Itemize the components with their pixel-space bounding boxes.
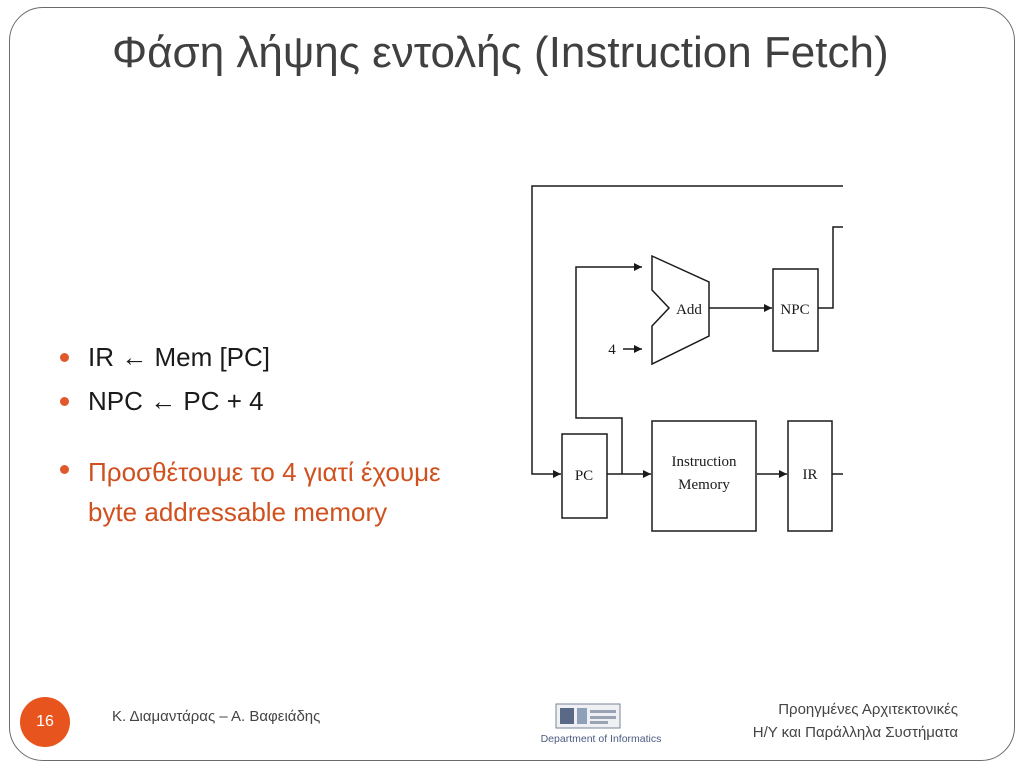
npc-label: NPC [780,302,809,318]
bullet-note: Προσθέτουμε το 4 γιατί έχουμε byte addre… [58,452,478,532]
slide-number: 16 [36,713,54,730]
fetch-datapath-diagram: Add NPC 4 PC Instruction Memory IR [531,185,843,532]
ir-label: IR [803,467,818,483]
logo-text: Department of Informatics [541,733,662,745]
pc-to-adder-wire [575,263,642,474]
slide-frame [9,7,1015,761]
left-arrow-icon: ← [121,342,148,372]
feedback-wire [531,185,843,478]
bullet-ir-fetch: IR ← Mem [PC] [58,340,478,374]
pc-register [561,433,608,519]
imem-label-line2: Memory [678,477,730,493]
bullet-list: IR ← Mem [PC] NPC ← PC + 4 Προσθέτουμε τ… [58,340,478,542]
course-line-1: Προηγμένες Αρχιτεκτονικές [778,701,958,718]
bullet-text: NPC [88,386,151,416]
npc-register [772,268,819,352]
adder-unit [651,254,710,366]
slide-number-badge: 16 [20,697,70,747]
const-four-label: 4 [608,342,616,358]
bullet-text: Mem [PC] [147,342,271,372]
bullet-text: IR [88,342,122,372]
npc-out-wire [818,226,843,309]
footer-authors: Κ. Διαμαντάρας – Α. Βαφειάδης [112,708,321,725]
adder-label: Add [676,302,702,318]
instruction-memory [651,420,757,532]
footer-course: Προηγμένες Αρχιτεκτονικές Η/Υ και Παράλλ… [753,698,958,744]
slide-title: Φάση λήψης εντολής (Instruction Fetch) [112,28,889,77]
bullet-text: PC + 4 [176,386,264,416]
ir-register [787,420,833,532]
left-arrow-icon: ← [150,386,177,416]
imem-label-line1: Instruction [672,454,737,470]
pc-label: PC [575,468,593,484]
department-logo: Department of Informatics [541,703,662,745]
course-line-2: Η/Υ και Παράλληλα Συστήματα [752,724,958,741]
bullet-npc-update: NPC ← PC + 4 [58,384,478,418]
